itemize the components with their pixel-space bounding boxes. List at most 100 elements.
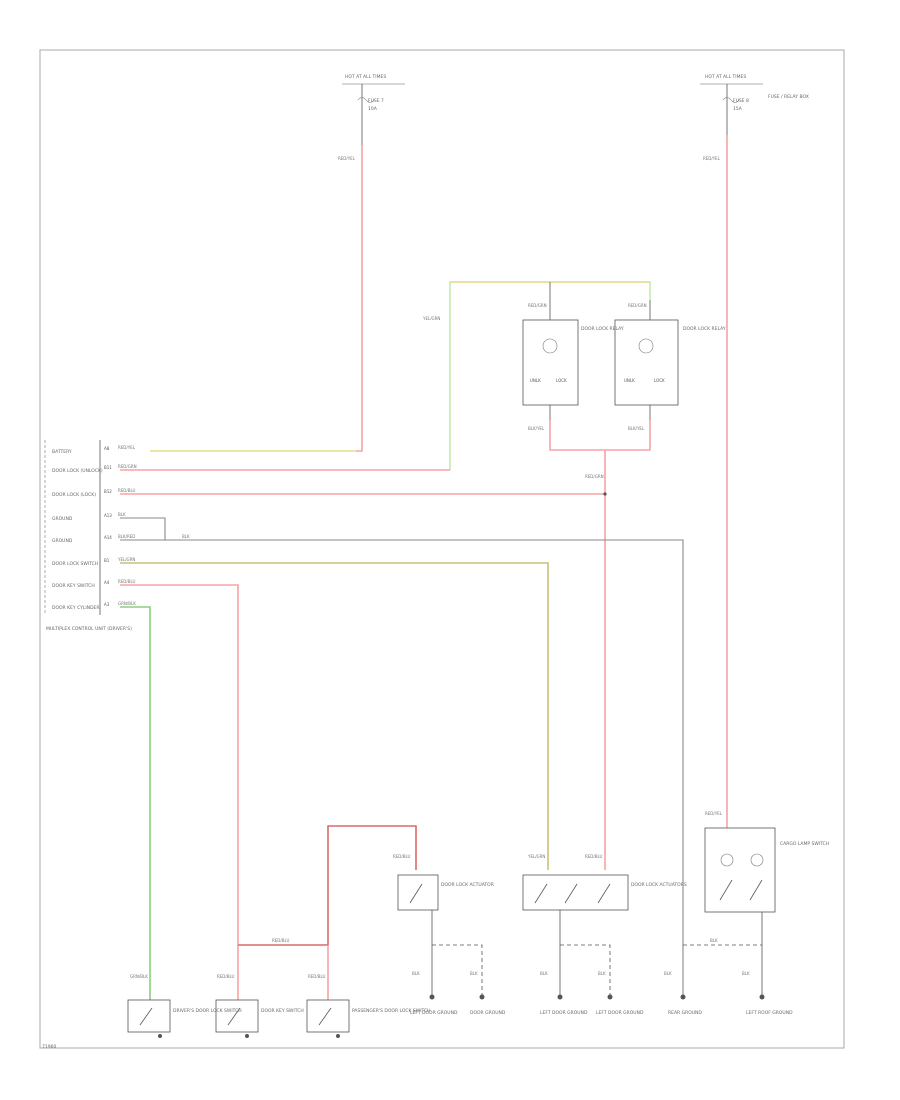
right-fuse-line2: FUSE 8 <box>733 98 749 104</box>
relay-right-pin-l: UNLK <box>624 378 635 383</box>
switch-key-wire: RED/BLU <box>217 974 235 979</box>
relay-left: RED/GRN DOOR LOCK RELAY UNLK LOCK BLK/YE… <box>522 282 624 431</box>
pin-wire-4: BLK <box>118 512 126 517</box>
relay-left-pin-l: UNLK <box>530 378 541 383</box>
wire-ground-main <box>120 539 684 995</box>
relay-left-wire-top: RED/GRN <box>528 303 547 308</box>
pin-num-4: A13 <box>104 513 112 518</box>
relay-splice-wire: RED/GRN <box>585 474 604 479</box>
left-fuse-wire: RED/YEL <box>338 156 356 161</box>
pin-label-7: DOOR KEY SWITCH <box>52 583 95 589</box>
ground-3-wire: BLK <box>540 971 548 976</box>
relay-left-pin-r: LOCK <box>556 378 567 383</box>
pin-num-2: B11 <box>104 465 112 470</box>
ground-link-wire: BLK <box>710 938 718 943</box>
module-name: MULTIPLEX CONTROL UNIT (DRIVER'S) <box>46 626 132 632</box>
wire-key-switch <box>120 584 239 1000</box>
diagram-border <box>39 49 845 1049</box>
red-link-wire: RED/BLU <box>272 938 290 943</box>
ground-1-name: LEFT DOOR GROUND <box>410 1010 458 1016</box>
switch-passenger-wire: RED/BLU <box>308 974 326 979</box>
wire-passenger-switch <box>238 825 417 946</box>
ground-3-name: LEFT DOOR GROUND <box>540 1010 588 1016</box>
wire-relay-out <box>549 420 651 451</box>
diagram-id: 71960 <box>42 1044 56 1050</box>
cargo-switch-wire: RED/YEL <box>705 811 723 816</box>
ground-6-name: LEFT ROOF GROUND <box>746 1010 793 1016</box>
switch-driver-wire: GRN/BLK <box>130 974 148 979</box>
pin-label-4: GROUND <box>52 516 73 522</box>
pin-label-5: GROUND <box>52 538 73 544</box>
ground-2-wire: BLK <box>470 971 478 976</box>
ground-4-name: LEFT DOOR GROUND <box>596 1010 644 1016</box>
wire-ground-a13 <box>120 517 166 540</box>
wire-lock-switch <box>120 562 549 870</box>
relay-right-name: DOOR LOCK RELAY <box>683 326 726 332</box>
actuator-single-wire: RED/BLU <box>393 854 411 859</box>
switch-driver: GRN/BLK DRIVER'S DOOR LOCK SWITCH <box>127 974 242 1038</box>
cargo-switch-name: CARGO LAMP SWITCH <box>780 841 829 847</box>
pin-num-3: B12 <box>104 489 112 494</box>
module-ground-wire: BLK <box>182 534 190 539</box>
right-fuse-note: FUSE / RELAY BOX <box>768 94 809 100</box>
pin-num-8: A3 <box>104 602 110 607</box>
pin-wire-5: BLK/RED <box>118 534 135 539</box>
ground-1-wire: BLK <box>412 971 420 976</box>
switch-driver-name: DRIVER'S DOOR LOCK SWITCH <box>173 1008 242 1014</box>
left-fuse-line2: FUSE 7 <box>368 98 384 104</box>
actuator-double-wire-left: YEL/GRN <box>527 854 545 859</box>
ground-2-name: DOOR GROUND <box>470 1010 506 1016</box>
ground-6-wire: BLK <box>742 971 750 976</box>
right-fuse-wire: RED/YEL <box>703 156 721 161</box>
pin-wire-3: RED/BLU <box>118 488 136 493</box>
pin-label-2: DOOR LOCK (UNLOCK) <box>52 468 103 474</box>
wire-battery-feed <box>150 145 363 452</box>
ground-5-name: REAR GROUND <box>668 1010 702 1016</box>
pin-num-1: A8 <box>104 446 110 451</box>
cargo-switch: RED/YEL CARGO LAMP SWITCH <box>704 811 829 913</box>
switch-key-name: DOOR KEY SWITCH <box>261 1008 304 1014</box>
actuator-double: YEL/GRN RED/BLU DOOR LOCK ACTUATORS <box>522 854 687 911</box>
pin-wire-6: YEL/GRN <box>117 557 135 562</box>
actuator-single: RED/BLU DOOR LOCK ACTUATOR <box>393 854 494 911</box>
relay-left-name: DOOR LOCK RELAY <box>581 326 624 332</box>
wire-key-cylinder <box>120 606 151 1000</box>
actuator-double-wire-right: RED/BLU <box>585 854 603 859</box>
ground-4-wire: BLK <box>598 971 606 976</box>
pin-wire-1: RED/YEL <box>118 445 136 450</box>
pin-num-5: A14 <box>104 535 112 540</box>
pin-label-3: DOOR LOCK (LOCK) <box>52 492 96 498</box>
right-fuse: HOT AT ALL TIMES FUSE 8 15A FUSE / RELAY… <box>700 74 809 161</box>
left-fuse: HOT AT ALL TIMES FUSE 7 10A RED/YEL <box>338 74 405 161</box>
switch-key: RED/BLU DOOR KEY SWITCH <box>215 974 304 1038</box>
control-module: BATTERY A8 RED/YEL DOOR LOCK (UNLOCK) B1… <box>44 440 190 632</box>
relay-right-pin-r: LOCK <box>654 378 665 383</box>
right-fuse-line3: 15A <box>733 106 743 112</box>
relay-splice-dot <box>603 492 607 496</box>
right-fuse-name: HOT AT ALL TIMES <box>705 74 746 80</box>
left-fuse-name: HOT AT ALL TIMES <box>345 74 386 80</box>
relay-right-wire-top: RED/GRN <box>628 303 647 308</box>
pin-num-7: A4 <box>104 580 110 585</box>
pin-label-8: DOOR KEY CYLINDER <box>52 605 100 611</box>
switch-passenger: RED/BLU PASSENGER'S DOOR LOCK SWITCH <box>306 974 431 1038</box>
ground-3: BLK LEFT DOOR GROUND <box>540 971 588 1016</box>
ground-4: BLK LEFT DOOR GROUND <box>596 971 644 1016</box>
relay-left-wire-bottom: BLK/YEL <box>528 426 545 431</box>
ground-2: BLK DOOR GROUND <box>470 971 506 1016</box>
pin-wire-2: RED/GRN <box>118 464 137 469</box>
relay-right-wire-bottom: BLK/YEL <box>628 426 645 431</box>
pin-label-1: BATTERY <box>52 449 72 455</box>
switch-passenger-name: PASSENGER'S DOOR LOCK SWITCH <box>352 1008 431 1014</box>
pin-num-6: B1 <box>104 558 110 563</box>
ground-6: BLK LEFT ROOF GROUND <box>742 971 793 1016</box>
actuator-double-name: DOOR LOCK ACTUATORS <box>631 882 687 888</box>
pin-label-6: DOOR LOCK SWITCH <box>52 561 98 567</box>
relay-right: RED/GRN DOOR LOCK RELAY UNLK LOCK BLK/YE… <box>614 300 726 431</box>
ground-1: BLK LEFT DOOR GROUND <box>410 971 458 1016</box>
ground-5: BLK REAR GROUND <box>664 971 702 1016</box>
pin-wire-7: RED/BLU <box>118 579 136 584</box>
ground-5-wire: BLK <box>664 971 672 976</box>
relay-feed-wire: YEL/GRN <box>422 316 440 321</box>
